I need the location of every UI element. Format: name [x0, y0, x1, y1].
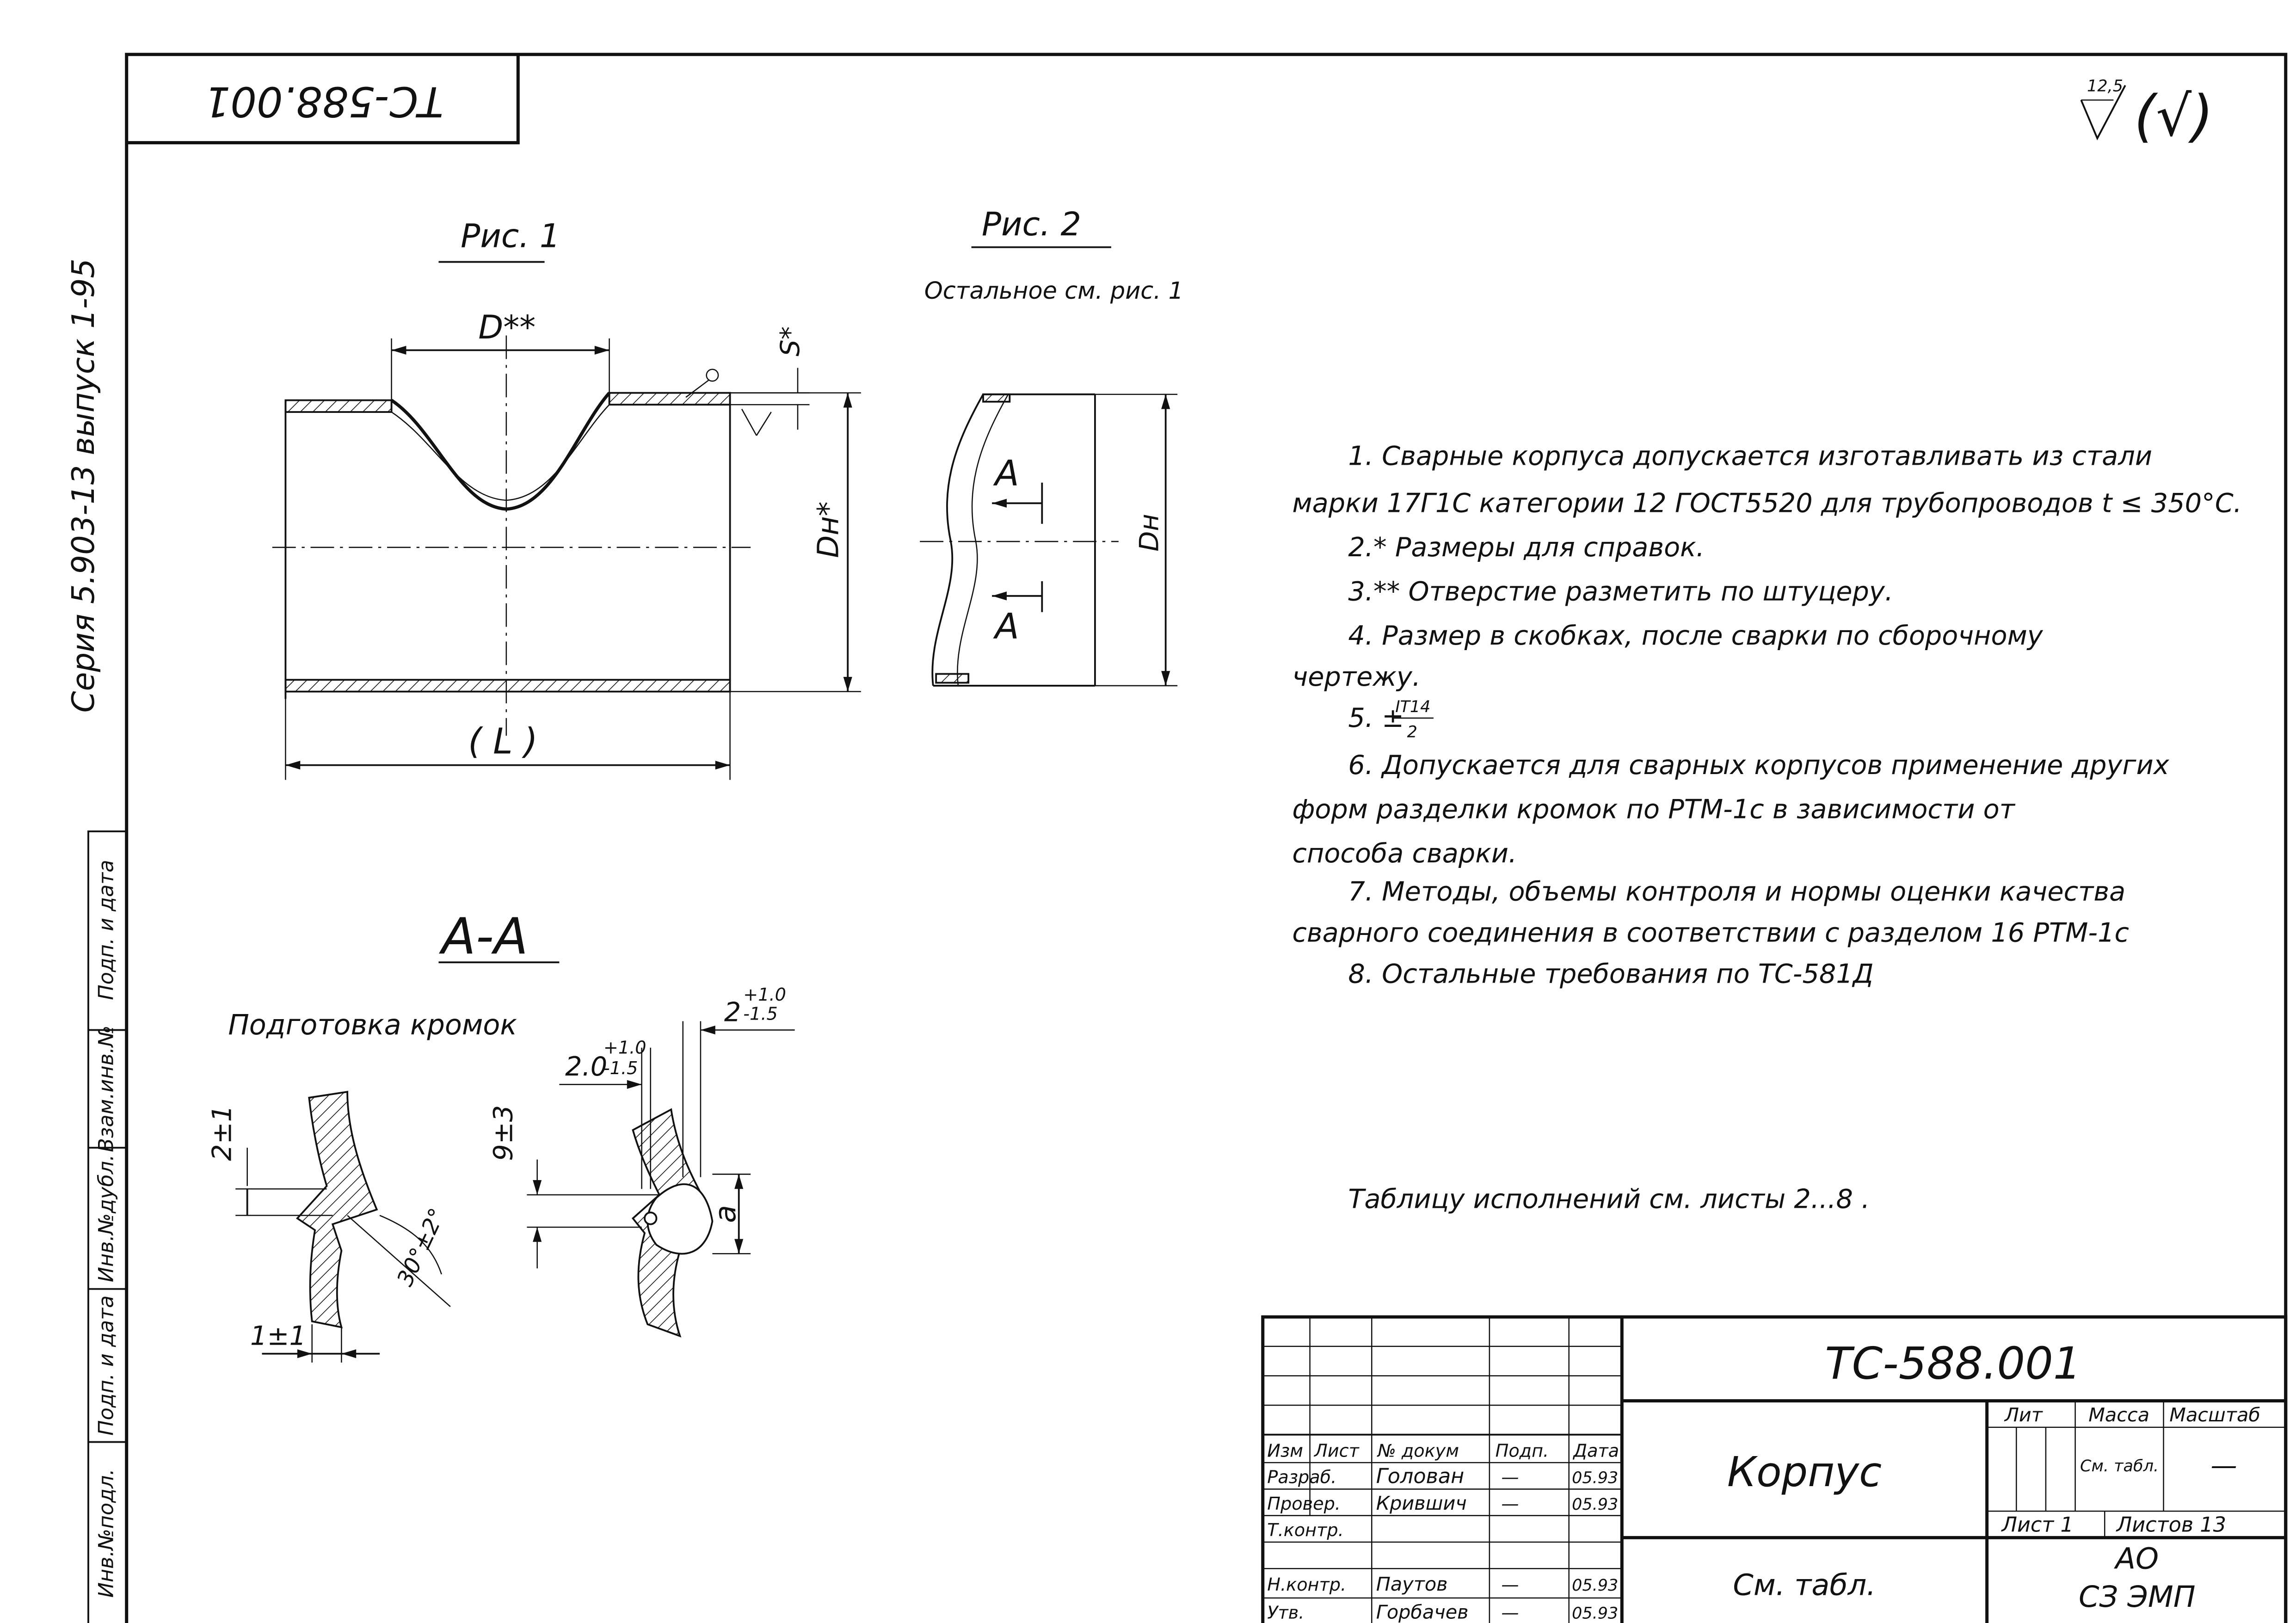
- note-line-2: марки 17Г1С категории 12 ГОСТ5520 для тр…: [1292, 487, 2241, 518]
- table-note: Таблицу исполнений см. листы 2...8 .: [1348, 1184, 1870, 1215]
- tb-role-3: Т.контр.: [1267, 1520, 1343, 1541]
- section-dim-1: 2±1: [206, 1105, 237, 1161]
- figure-2: Рис. 2 Остальное см. рис. 1 A A Dн: [920, 205, 1183, 687]
- roughness-symbol: 12,5 (√): [2080, 77, 2213, 149]
- note-line-12: сварного соединения в соответствии с раз…: [1292, 917, 2129, 948]
- roughness-value: 12,5: [2087, 77, 2123, 95]
- tb-role-1: Разраб.: [1267, 1468, 1336, 1488]
- fig2-subtitle: Остальное см. рис. 1: [924, 277, 1183, 305]
- tb-name: Корпус: [1727, 1448, 1882, 1496]
- tb-sign-5: —: [1501, 1603, 1519, 1623]
- fig1-dim-S: S*: [775, 326, 806, 357]
- fig2-section-A-top: A: [992, 453, 1019, 494]
- section-dim-3: 30°±2°: [392, 1205, 450, 1290]
- fig1-top-wall-left: [284, 399, 393, 413]
- figure-1: Рис. 1 D** S*: [272, 217, 861, 780]
- notes: 1. Сварные корпуса допускается изготавли…: [1292, 441, 2241, 1215]
- fig1-title: Рис. 1: [461, 217, 560, 255]
- fig2-dim-Dn: Dн: [1133, 514, 1164, 552]
- tb-name-4: Паутов: [1376, 1573, 1448, 1595]
- tb-header-izm: Изм: [1267, 1441, 1303, 1461]
- tb-header-doc: № докум: [1377, 1441, 1459, 1461]
- title-block: Изм Лист № докум Подп. Дата Разраб. Голо…: [1261, 1315, 2288, 1623]
- note-line-5: 4. Размер в скобках, после сварки по сбо…: [1348, 620, 2043, 651]
- tb-date-5: 05.93: [1572, 1604, 1618, 1623]
- section-dim-6-upper: +1.0: [743, 985, 786, 1005]
- code-stamp-text: ТС-588.001: [204, 77, 443, 125]
- note-fraction-den: 2: [1407, 723, 1417, 741]
- tb-sign-1: —: [1501, 1468, 1519, 1488]
- tb-scale-label: Масштаб: [2169, 1404, 2260, 1426]
- weld-bead: [646, 1183, 714, 1255]
- note-line-3: 2.* Размеры для справок.: [1348, 532, 1705, 563]
- section-dim-2: 1±1: [250, 1321, 306, 1352]
- tb-sign-4: —: [1501, 1575, 1519, 1595]
- section-dim-6: 2: [724, 996, 741, 1027]
- note-line-4: 3.** Отверстие разметить по штуцеру.: [1348, 576, 1893, 607]
- edge-profile-left: [295, 1090, 378, 1328]
- tb-name-1: Голован: [1376, 1464, 1464, 1488]
- tb-mass-label: Масса: [2088, 1404, 2149, 1426]
- tb-name-2: Крившич: [1376, 1492, 1467, 1514]
- tb-sheets-label: Листов 13: [2116, 1513, 2226, 1537]
- note-line-8: 6. Допускается для сварных корпусов прим…: [1348, 750, 2169, 781]
- side-box-5: Инв.№подл.: [94, 1469, 118, 1598]
- tb-doc-code: ТС-588.001: [1825, 1338, 2081, 1389]
- tb-role-5: Утв.: [1267, 1603, 1304, 1623]
- fig1-dim-L: ( L ): [468, 721, 538, 762]
- side-boxes: Подп. и дата Взам.инв.№ Инв.№дубл. Подп.…: [87, 830, 128, 1623]
- tb-date-1: 05.93: [1572, 1469, 1618, 1488]
- tb-org-line1: АО: [2113, 1542, 2159, 1576]
- section-title: А-А: [439, 907, 528, 965]
- fig1-bottom-wall: [284, 679, 731, 693]
- tb-header-sign: Подп.: [1496, 1441, 1549, 1461]
- section-dim-5: 2.0: [565, 1051, 607, 1082]
- tb-header-date: Дата: [1572, 1441, 1619, 1461]
- side-box-1: Подп. и дата: [94, 860, 118, 1000]
- fig2-section-A-bottom: A: [992, 606, 1019, 647]
- section-dim-5-upper: +1.0: [603, 1038, 646, 1058]
- tb-scale-value: —: [2210, 1450, 2237, 1481]
- note-line-10: способа сварки.: [1292, 838, 1517, 869]
- roughness-check: (√): [2134, 84, 2213, 149]
- note-line-1: 1. Сварные корпуса допускается изготавли…: [1348, 441, 2152, 472]
- section-aa: А-А Подготовка кромок 2±1 1±1 30°±2° 9±3: [206, 907, 795, 1363]
- section-dim-4: 9±3: [487, 1105, 518, 1161]
- note-fraction-num: IT14: [1395, 698, 1430, 716]
- tb-org-line2: СЗ ЭМП: [2079, 1580, 2196, 1614]
- tb-mass-value: См. табл.: [2080, 1457, 2159, 1475]
- code-stamp: ТС-588.001: [126, 54, 520, 145]
- tb-sign-2: —: [1501, 1494, 1519, 1514]
- fig1-dim-D: D**: [478, 308, 536, 346]
- note-line-6: чертежу.: [1292, 661, 1421, 692]
- fig1-dim-Dn: Dн*: [812, 501, 846, 558]
- tb-date-2: 05.93: [1572, 1495, 1618, 1514]
- fig1-top-wall-right: [608, 392, 731, 406]
- section-dim-7: a: [708, 1205, 743, 1223]
- tb-name-5: Горбачев: [1376, 1601, 1469, 1623]
- tb-lit-label: Лит: [2004, 1404, 2044, 1426]
- side-box-4: Подп. и дата: [94, 1295, 118, 1435]
- tb-material: См. табл.: [1733, 1568, 1876, 1603]
- section-subtitle: Подготовка кромок: [228, 1009, 517, 1041]
- side-box-3: Инв.№дубл.: [94, 1155, 118, 1282]
- note-line-9: форм разделки кромок по РТМ-1с в зависим…: [1292, 793, 2015, 824]
- tb-header-list: Лист: [1313, 1441, 1360, 1461]
- series-label: Серия 5.903-13 выпуск 1-95: [65, 258, 101, 713]
- tb-role-2: Провер.: [1267, 1494, 1341, 1514]
- section-dim-5-lower: -1.5: [603, 1058, 638, 1079]
- tb-date-4: 05.93: [1572, 1576, 1618, 1595]
- fig2-title: Рис. 2: [982, 205, 1081, 243]
- note-line-11: 7. Методы, объемы контроля и нормы оценк…: [1348, 876, 2125, 907]
- tb-role-4: Н.контр.: [1267, 1575, 1346, 1595]
- note-line-13: 8. Остальные требования по ТС-581Д: [1348, 959, 1873, 990]
- tb-sheet-label: Лист 1: [2001, 1513, 2073, 1537]
- section-dim-6-lower: -1.5: [743, 1004, 777, 1024]
- fig1-saddle: [390, 392, 611, 511]
- side-box-2: Взам.инв.№: [94, 1026, 118, 1152]
